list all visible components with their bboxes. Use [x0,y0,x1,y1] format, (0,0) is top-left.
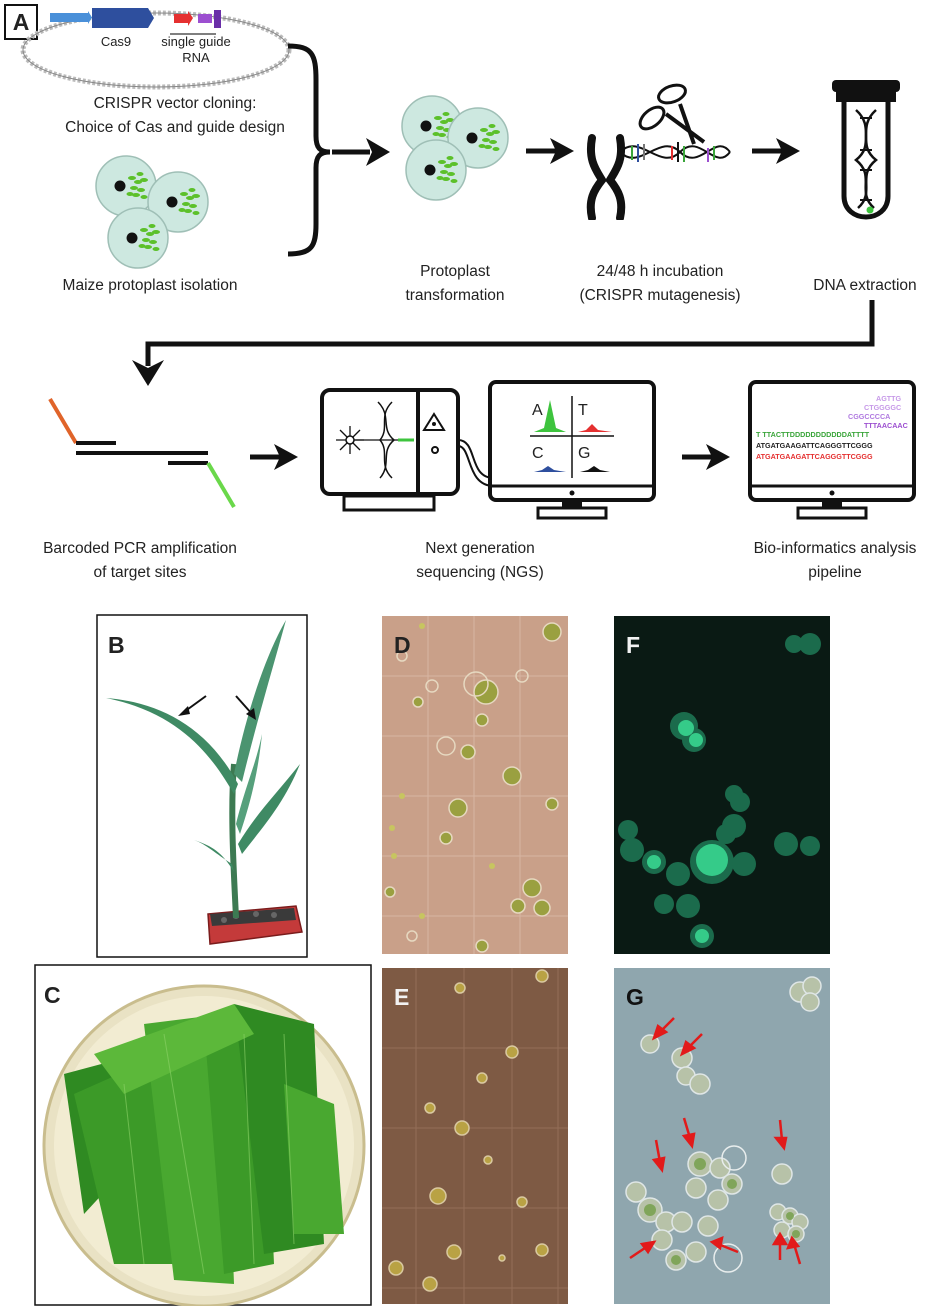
vector-cloning-subtitle: Choice of Cas and guide design [65,119,285,136]
incubation-label-1: 24/48 h incubation [596,263,724,280]
flow-arrow [682,444,730,470]
sgrna-label-line1: single guide [161,34,231,49]
bioinformatics-monitor-icon: AGTTG CTGGGGC CGGCCCCA TTTAACAAC T TTACT… [748,380,916,520]
svg-text:ATGATGAAGATTCAGGGTTCGGG: ATGATGAAGATTCAGGGTTCGGG [756,441,873,450]
bioinfo-label-2: pipeline [808,564,862,581]
vector-cloning-title: CRISPR vector cloning: [93,95,257,112]
pcr-label-1: Barcoded PCR amplification [43,540,237,557]
plasmid-diagram [20,8,292,90]
panel-b-label: B [108,632,125,658]
cas9-block [92,8,148,28]
base-t: T [578,402,588,419]
transformation-label-2: transformation [405,287,505,304]
panel-g-micrograph [614,968,830,1304]
ngs-sequencer-icon: A T C G [320,380,656,520]
svg-text:CTGGGGC: CTGGGGC [864,403,901,412]
panel-b-maize-plant [96,614,308,958]
panel-d-label: D [394,632,411,658]
guide-block [174,14,188,23]
panel-c-label: C [44,982,61,1008]
pcr-label-2: of target sites [93,564,187,581]
panel-a-label: A [4,4,38,40]
base-a: A [532,402,543,419]
panel-e-label: E [394,984,410,1010]
flow-arrow [526,138,574,164]
transformed-protoplast-icon [401,95,509,201]
svg-text:ATGATGAAGATTCAGGGTTCGGG: ATGATGAAGATTCAGGGTTCGGG [756,452,873,461]
scissors-icon [638,83,706,145]
svg-text:TTTAACAAC: TTTAACAAC [864,421,908,430]
protoplast-isolation-label: Maize protoplast isolation [62,277,238,294]
promoter-block [50,13,88,22]
cas9-label: Cas9 [100,34,132,49]
merge-brace [287,43,390,257]
incubation-label-2: (CRISPR mutagenesis) [579,287,741,304]
crispr-mutagenesis-icon [586,83,731,220]
panel-d-micrograph [382,616,568,954]
flow-arrow [752,138,800,164]
ngs-label-1: Next generation [425,540,535,557]
bioinfo-label-1: Bio-informatics analysis [753,540,917,557]
panel-f-fluorescence [614,616,830,954]
panel-e-micrograph [382,968,568,1304]
panel-g-label: G [626,984,644,1010]
dna-tube-icon [832,80,900,220]
ngs-label-2: sequencing (NGS) [416,564,544,581]
panel-c-leaf-dish [34,964,372,1306]
connector-arrow [132,300,875,386]
base-c: C [532,445,544,462]
svg-text:AGTTG: AGTTG [876,394,902,403]
dna-extraction-label: DNA extraction [813,277,917,294]
base-g: G [578,445,590,462]
transformation-label-1: Protoplast [420,263,490,280]
protoplast-cluster-icon [95,155,209,269]
svg-text:CGGCCCCA: CGGCCCCA [848,412,890,421]
panel-f-label: F [626,632,641,658]
svg-text:T TTACTTDDDDDDDDDDDATTTT: T TTACTTDDDDDDDDDDDATTTT [756,430,870,439]
flow-arrow [250,444,298,470]
sgrna-label-line2: RNA [182,50,210,65]
pcr-amplicon-icon [48,397,236,509]
